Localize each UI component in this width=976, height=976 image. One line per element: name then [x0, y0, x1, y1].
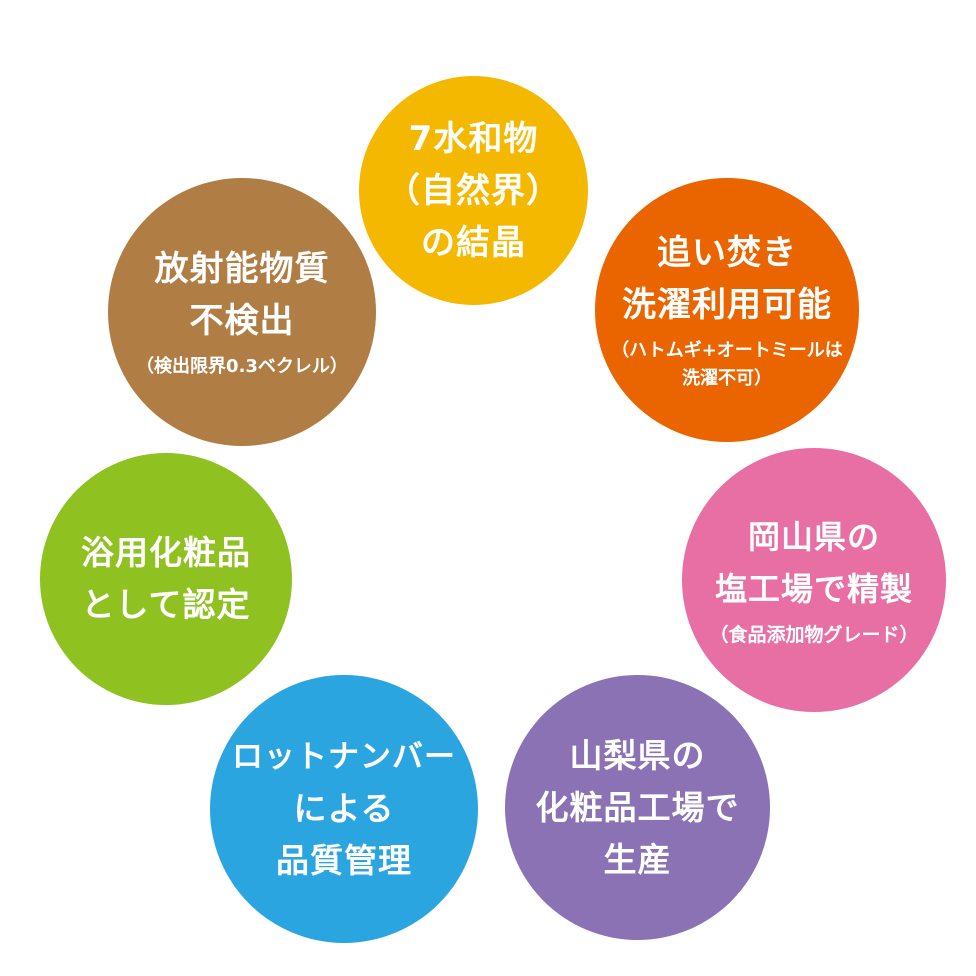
feature-line: 品質管理	[276, 841, 412, 880]
feature-line: として認定	[81, 585, 251, 624]
feature-line: 生産	[603, 839, 672, 879]
feature-line: の結晶	[421, 222, 526, 263]
feature-note-line: 洗濯不可）	[682, 368, 772, 389]
feature-line: 追い焚き	[657, 233, 797, 273]
feature-note-line: （検出限界0.3ベクレル）	[136, 356, 348, 377]
feature-circle-crystal: 7水和物 （自然界） の結晶	[359, 76, 588, 305]
feature-line: 不検出	[189, 301, 295, 341]
feature-line: 洗濯利用可能	[622, 285, 832, 325]
feature-line: による	[293, 789, 395, 828]
feature-line: ロットナンバー	[232, 739, 456, 775]
feature-line: （自然界）	[386, 170, 561, 211]
feature-line: 化粧品工場で	[535, 787, 740, 827]
feature-line: 岡山県の	[747, 518, 880, 556]
feature-circle-yamanashi-production: 山梨県の 化粧品工場で 生産	[505, 675, 770, 940]
feature-note: （食品添加物グレード）	[709, 621, 918, 649]
feature-line: 浴用化粧品	[81, 533, 251, 572]
feature-circle-okayama-refined: 岡山県の 塩工場で精製 （食品添加物グレード）	[682, 448, 946, 712]
feature-circle-radiation-free: 放射能物質 不検出 （検出限界0.3ベクレル）	[108, 178, 376, 446]
feature-circle-reheat-laundry: 追い焚き 洗濯利用可能 （ハトムギ+オートミールは 洗濯不可）	[595, 178, 859, 442]
feature-line: 山梨県の	[569, 735, 706, 775]
feature-circle-lot-quality: ロットナンバー による 品質管理	[210, 675, 478, 943]
feature-circle-bath-cosmetic: 浴用化粧品 として認定	[40, 453, 292, 705]
feature-line: 7水和物	[408, 118, 539, 159]
feature-line: 放射能物質	[154, 249, 330, 289]
feature-note-line: （ハトムギ+オートミールは	[611, 340, 843, 361]
feature-note-line: （食品添加物グレード）	[709, 624, 919, 646]
feature-note: （検出限界0.3ベクレル）	[136, 353, 348, 381]
feature-note: （ハトムギ+オートミールは 洗濯不可）	[611, 337, 843, 393]
feature-line: 塩工場で精製	[714, 570, 913, 608]
